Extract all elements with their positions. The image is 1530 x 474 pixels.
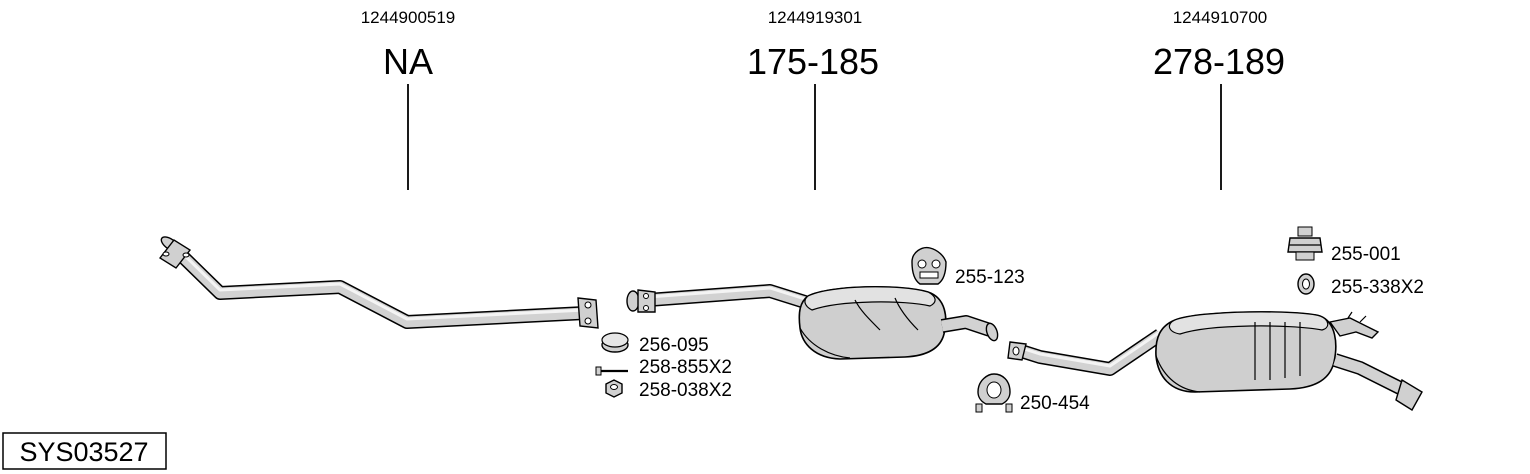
column-rear-silencer: 1244910700 278-189 xyxy=(1153,8,1285,190)
middle-silencer-body xyxy=(798,285,947,360)
system-code: SYS03527 xyxy=(19,437,148,467)
accessory-nut: 258-038X2 xyxy=(605,379,732,401)
accessory-clamp-ring: 256-095 xyxy=(601,332,709,356)
accessory-ring: 255-338X2 xyxy=(1297,273,1424,298)
rear-inlet-flange-icon xyxy=(1007,341,1027,361)
accessory-rubber-mount: 255-001 xyxy=(1287,226,1401,265)
rear-silencer-drawing xyxy=(1007,311,1423,411)
part-number-middle-silencer: 175-185 xyxy=(747,41,879,82)
label-hanger: 255-123 xyxy=(955,267,1025,288)
bolt-icon xyxy=(595,366,628,376)
column-middle-silencer: 1244919301 175-185 xyxy=(747,8,879,190)
label-ring: 255-338X2 xyxy=(1331,277,1424,298)
oe-number-rear-silencer: 1244910700 xyxy=(1173,8,1268,27)
front-pipe-drawing xyxy=(158,236,599,329)
nut-icon xyxy=(605,379,623,398)
system-code-box: SYS03527 xyxy=(2,432,167,470)
middle-silencer-drawing xyxy=(626,284,999,360)
label-clamp-ring: 256-095 xyxy=(639,335,709,356)
label-rubber-mount: 255-001 xyxy=(1331,244,1401,265)
rear-flange-icon xyxy=(577,297,599,329)
accessory-clamp-b: 250-454 xyxy=(975,373,1090,414)
label-bolt: 258-855X2 xyxy=(639,357,732,378)
rubber-mount-icon xyxy=(1287,226,1323,261)
column-front-pipe: 1244900519 NA xyxy=(361,8,456,190)
accessory-bolt: 258-855X2 xyxy=(595,357,732,378)
rear-silencer-body xyxy=(1155,311,1337,393)
part-number-front-pipe: NA xyxy=(383,41,433,82)
rubber-ring-icon xyxy=(1297,273,1315,295)
u-clamp-icon xyxy=(975,373,1013,413)
part-number-rear-silencer: 278-189 xyxy=(1153,41,1285,82)
system-code-border xyxy=(2,432,167,470)
oe-number-middle-silencer: 1244919301 xyxy=(768,8,863,27)
label-clamp-b: 250-454 xyxy=(1020,393,1090,414)
middle-inlet-flange-icon xyxy=(626,289,656,313)
oe-number-front-pipe: 1244900519 xyxy=(361,8,456,27)
front-flange-icon xyxy=(158,236,192,269)
accessory-hanger: 255-123 xyxy=(911,246,1025,288)
clamp-ring-icon xyxy=(601,332,629,353)
label-nut: 258-038X2 xyxy=(639,380,732,401)
rubber-hanger-icon xyxy=(911,246,947,285)
rear-hanger-bracket-icon xyxy=(1328,311,1380,339)
